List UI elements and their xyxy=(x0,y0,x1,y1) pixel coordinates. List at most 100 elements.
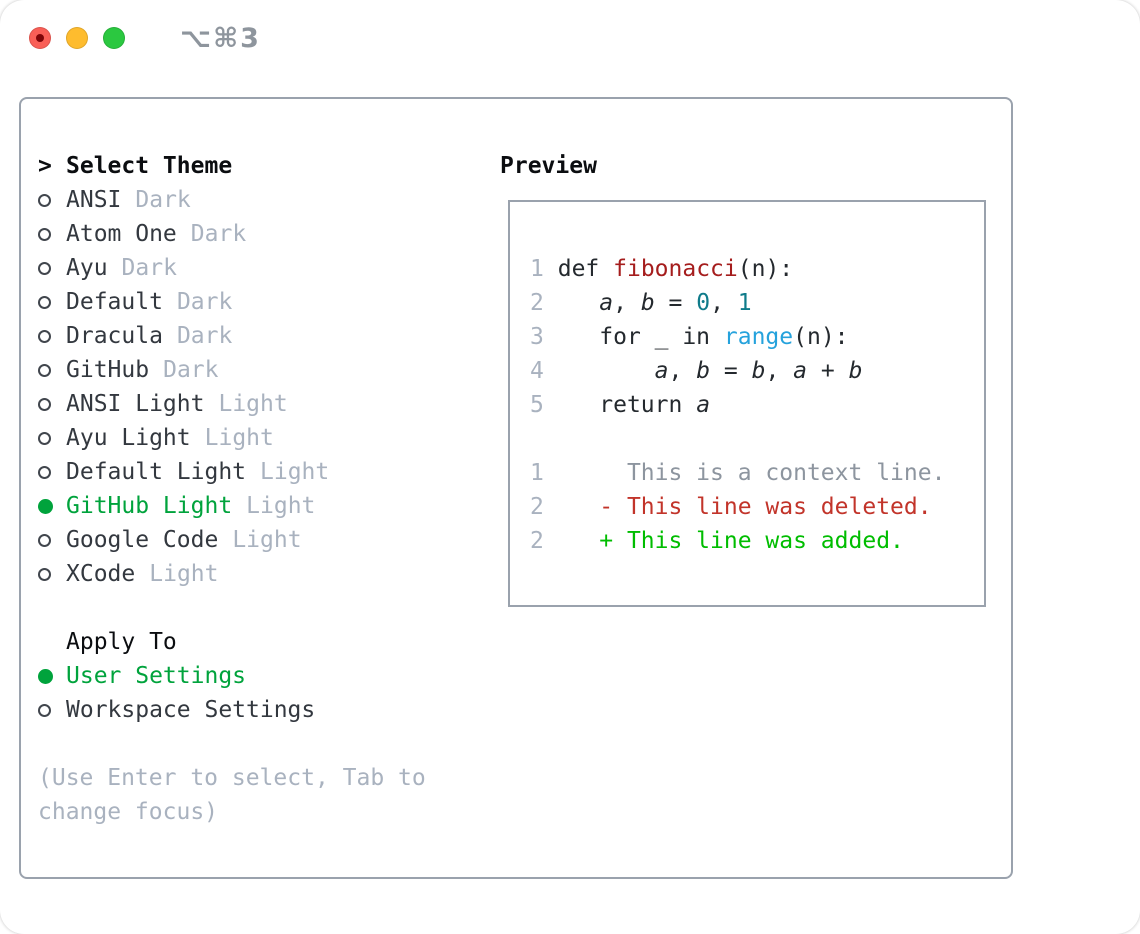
theme-variant-tag: Dark xyxy=(121,255,177,281)
line-number: 1 xyxy=(530,256,544,282)
radio-bullet xyxy=(38,465,66,479)
code-line: 2 + This line was added. xyxy=(530,524,984,558)
radio-unselected-icon xyxy=(38,363,51,377)
apply-to-title: Apply To xyxy=(66,629,177,655)
code-token: - This line was deleted. xyxy=(599,494,932,520)
code-token: + This line was added. xyxy=(599,528,904,554)
code-token: for _ in xyxy=(543,324,724,350)
line-number: 5 xyxy=(530,392,544,418)
radio-unselected-icon xyxy=(38,329,51,343)
close-button[interactable] xyxy=(29,27,51,49)
code-token: = xyxy=(654,290,697,316)
radio-bullet xyxy=(38,193,66,207)
code-token: (n): xyxy=(737,256,794,282)
theme-name: Dracula xyxy=(66,323,163,349)
radio-bullet xyxy=(38,567,66,581)
code-token: , xyxy=(710,290,738,316)
theme-option[interactable]: Ayu Light Light xyxy=(38,421,468,455)
radio-bullet xyxy=(38,498,66,514)
code-token: range xyxy=(723,324,794,350)
theme-variant-tag: Dark xyxy=(163,357,219,383)
apply-to-option[interactable]: Workspace Settings xyxy=(38,693,468,727)
theme-name: GitHub xyxy=(66,357,150,383)
theme-option[interactable]: Ayu Dark xyxy=(38,251,468,285)
theme-option[interactable]: Dracula Dark xyxy=(38,319,468,353)
apply-to-name: User Settings xyxy=(66,663,247,689)
theme-option[interactable]: Default Light Light xyxy=(38,455,468,489)
code-token: b xyxy=(696,358,711,384)
theme-variant-tag: Dark xyxy=(176,323,233,349)
theme-variant-tag: Light xyxy=(246,493,316,519)
select-theme-title: Select Theme xyxy=(66,153,233,179)
window-shortcut-label: ⌥⌘3 xyxy=(180,22,261,54)
radio-bullet xyxy=(38,397,66,411)
theme-name: XCode xyxy=(66,561,136,587)
radio-bullet xyxy=(38,363,66,377)
help-text: (Use Enter to select, Tab to change focu… xyxy=(38,765,426,825)
radio-selected-icon xyxy=(38,498,53,514)
code-token: , xyxy=(668,358,697,384)
radio-bullet xyxy=(38,261,66,275)
code-token: (n): xyxy=(793,324,849,350)
radio-unselected-icon xyxy=(38,567,51,581)
code-line: 1 def fibonacci(n): xyxy=(530,252,984,286)
preview-title: Preview xyxy=(500,153,597,179)
theme-name: Default xyxy=(66,289,163,315)
theme-name: GitHub Light xyxy=(66,493,233,519)
radio-unselected-icon xyxy=(38,397,51,411)
code-line: 2 - This line was deleted. xyxy=(530,490,984,524)
radio-unselected-icon xyxy=(38,431,51,445)
code-token: a xyxy=(654,358,669,384)
radio-unselected-icon xyxy=(38,465,51,479)
radio-unselected-icon xyxy=(38,295,51,309)
select-theme-header: > Select Theme xyxy=(38,149,468,183)
radio-bullet xyxy=(38,703,66,717)
code-token xyxy=(599,256,613,282)
theme-name: Default Light xyxy=(66,459,247,485)
theme-variant-tag: Light xyxy=(232,527,302,553)
theme-variant-tag: Light xyxy=(218,391,288,417)
code-token: , xyxy=(613,290,641,316)
cursor-caret-icon: > xyxy=(38,153,52,179)
theme-name: Ayu xyxy=(66,255,108,281)
line-number: 2 xyxy=(530,290,544,316)
apply-to-name: Workspace Settings xyxy=(66,697,316,723)
code-token xyxy=(544,358,655,384)
theme-variant-tag: Light xyxy=(260,459,330,485)
line-number: 4 xyxy=(530,358,544,384)
theme-option[interactable]: GitHub Light Light xyxy=(38,489,468,523)
code-token: a xyxy=(793,358,808,384)
theme-option[interactable]: GitHub Dark xyxy=(38,353,468,387)
theme-option[interactable]: ANSI Light Light xyxy=(38,387,468,421)
radio-unselected-icon xyxy=(38,193,51,207)
code-token: 1 xyxy=(737,290,752,316)
theme-name: Ayu Light xyxy=(66,425,191,451)
apply-to-option[interactable]: User Settings xyxy=(38,659,468,693)
zoom-button[interactable] xyxy=(103,27,125,49)
radio-unselected-icon xyxy=(38,227,51,241)
theme-name: ANSI Light xyxy=(66,391,205,417)
code-token: + xyxy=(807,358,849,384)
minimize-button[interactable] xyxy=(66,27,88,49)
titlebar: ⌥⌘3 xyxy=(29,23,1111,54)
code-line: 5 return a xyxy=(530,388,984,422)
code-token xyxy=(544,256,558,282)
code-token: This is a context line. xyxy=(543,460,946,486)
code-token: b xyxy=(848,358,863,384)
theme-variant-tag: Light xyxy=(204,425,274,451)
code-token: b xyxy=(751,358,766,384)
radio-bullet xyxy=(38,431,66,445)
radio-unselected-icon xyxy=(38,261,51,275)
